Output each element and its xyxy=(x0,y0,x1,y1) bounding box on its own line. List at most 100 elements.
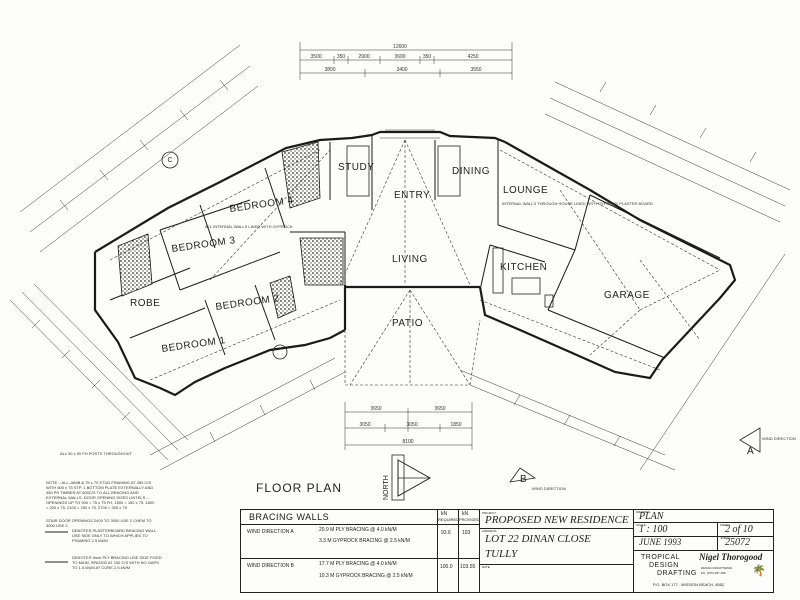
room-lounge: LOUNGE xyxy=(503,185,548,196)
bracing-row-a: WIND DIRECTION A 20.9 M PLY BRACING @ 4.… xyxy=(241,524,479,559)
address-label: ADDRESS xyxy=(482,529,497,533)
building-walls xyxy=(93,130,737,397)
sheet-section: DRAWING PLAN SCALE 1 : 100 SHEET 2 of 10… xyxy=(633,510,773,592)
room-dining: DINING xyxy=(452,166,490,177)
company-address: P.O. BOX 177 , MISSION BEACH, 4852 xyxy=(653,582,725,587)
room-garage: GARAGE xyxy=(604,290,650,301)
bracing-col-required: REQUIRED xyxy=(438,517,460,522)
section-marker-b xyxy=(509,467,537,483)
dim-center-seg-2: 3050 xyxy=(406,422,417,428)
section-markers: C A WIND DIRECTION B WIND DIRECTION xyxy=(161,151,796,491)
dim-top-seg-5: 350 xyxy=(423,54,432,60)
dim-top-lower-2: 3400 xyxy=(396,67,407,73)
note-general: NOTE :- ALL JAMB & 75 x 70 STUD FRAMING … xyxy=(46,480,155,510)
note-stair: STAIR DOOR OPENINGS 2400 TO 3000 USE 2 C… xyxy=(46,518,152,528)
bracing-heading: BRACING WALLS xyxy=(249,512,330,522)
top-dimension-chain: 12600 3500 350 2900 3600 350 4250 3800 3… xyxy=(299,42,513,139)
room-bedroom2: BEDROOM 2 xyxy=(215,293,280,313)
bracing-row-b-line2: 10.3 M GYPROCK BRACING @ 2.5 kN/M xyxy=(319,573,413,579)
ceiling-lines xyxy=(109,139,721,386)
general-notes: NOTE :- ALL JAMB & 75 x 70 STUD FRAMING … xyxy=(46,480,156,528)
company-name-1: TROPICAL xyxy=(641,554,681,561)
job-number: 25072 xyxy=(725,537,750,548)
company-sub-2: PH. (070) 687 488 xyxy=(701,571,726,575)
company-sub-1: DESIGN DRAFTSMAN xyxy=(701,566,733,570)
dim-top-seg-1: 3500 xyxy=(310,54,321,60)
project-name: PROPOSED NEW RESIDENCE xyxy=(485,514,629,526)
scale-label: SCALE xyxy=(636,523,646,527)
right-wing-dimension-lines xyxy=(459,81,791,471)
dim-top-lower-3: 3550 xyxy=(470,67,481,73)
project-label: PROJECT xyxy=(482,511,497,515)
bracing-col-kn-1: kN xyxy=(441,511,448,517)
project-suburb: TULLY xyxy=(485,548,518,560)
left-wing-dimension-lines xyxy=(9,44,346,471)
dim-center-overall: 8100 xyxy=(402,439,413,445)
sheet-number: 2 of 10 xyxy=(725,524,753,535)
bracing-col-provided: PROVIDED xyxy=(459,517,480,522)
bracing-row-a-provided: 103 xyxy=(462,530,471,536)
drawing-date: JUNE 1993 xyxy=(639,537,682,547)
dim-top-seg-4: 3600 xyxy=(394,54,405,60)
room-patio: PATIO xyxy=(392,318,423,329)
project-section: PROJECT PROPOSED NEW RESIDENCE ADDRESS L… xyxy=(479,510,634,592)
legend-symbols xyxy=(45,531,68,563)
bracing-row-a-required: 93.6 xyxy=(441,530,451,536)
room-living: LIVING xyxy=(392,254,428,265)
drawing-name: PLAN xyxy=(639,511,664,522)
room-entry: ENTRY xyxy=(394,190,430,201)
section-marker-a xyxy=(739,427,761,453)
svg-text:C: C xyxy=(167,157,172,164)
dim-center-seg-1: 3050 xyxy=(359,422,370,428)
room-bedroom4: BEDROOM 4 xyxy=(229,195,294,215)
drawing-label: DRAWING xyxy=(636,510,651,514)
wind-direction-a-label: WIND DIRECTION xyxy=(762,436,796,441)
dim-top-seg-6: 4250 xyxy=(467,54,478,60)
date-label: DATE xyxy=(482,565,490,569)
section-marker-lower xyxy=(272,344,288,360)
floor-plan-title: FLOOR PLAN xyxy=(256,481,342,495)
company-name-2: DESIGN xyxy=(649,562,679,569)
note-internal-walls-left: ALL INTERNAL WALLS LINED WITH GYPROCK xyxy=(205,224,293,229)
north-arrow-icon: NORTH xyxy=(383,454,432,501)
signature: Nigel Thorogood xyxy=(699,552,763,562)
room-robe: ROBE xyxy=(130,298,160,309)
note-internal-walls-right: INTERNAL WALLS THROUGH HOUSE LINED WITH … xyxy=(502,201,653,206)
bracing-table: BRACING WALLS kN kN REQUIRED PROVIDED WI… xyxy=(241,510,480,592)
bracing-row-b: WIND DIRECTION B 17.7 M PLY BRACING @ 4.… xyxy=(241,558,479,592)
section-marker-c xyxy=(161,151,179,169)
dim-top-seg-2: 350 xyxy=(337,54,346,60)
dim-top-overall: 12600 xyxy=(393,44,407,50)
bracing-row-a-label: WIND DIRECTION A xyxy=(247,529,294,535)
dim-center-upper-2: 3650 xyxy=(434,406,445,412)
svg-text:A: A xyxy=(747,446,754,457)
bracing-row-b-required: 100.0 xyxy=(440,564,453,570)
legend-1-text: DENOTES PLASTERBOARD BRACING WALL USE SI… xyxy=(72,528,156,543)
sheet-label: SHEET xyxy=(720,523,731,527)
legend-2-text: DENOTES 9mm PLY BRACING USE SIDE FIXED T… xyxy=(72,555,162,570)
dim-center-seg-3: 1850 xyxy=(450,422,461,428)
note-posts: ALL 90 x 90 FH POSTS THROUGHOUT xyxy=(60,451,133,456)
room-kitchen: KITCHEN xyxy=(500,262,547,273)
plan-notes: ALL INTERNAL WALLS LINED WITH GYPROCK IN… xyxy=(60,201,653,456)
title-block: BRACING WALLS kN kN REQUIRED PROVIDED WI… xyxy=(240,509,774,593)
bracing-col-kn-2: kN xyxy=(462,511,469,517)
wind-direction-b-label: WIND DIRECTION xyxy=(532,486,566,491)
legend-ply-gyprock: DENOTES PLASTERBOARD BRACING WALL USE SI… xyxy=(72,528,162,570)
dim-center-upper-1: 3650 xyxy=(370,406,381,412)
bracing-row-b-label: WIND DIRECTION B xyxy=(247,563,294,569)
project-lot: LOT 22 DINAN CLOSE xyxy=(485,533,591,545)
svg-text:B: B xyxy=(520,474,527,485)
room-labels: STUDY DINING ENTRY LOUNGE BEDROOM 4 BEDR… xyxy=(130,162,650,355)
company-name-3: DRAFTING xyxy=(657,570,697,577)
bracing-row-b-line1: 17.7 M PLY BRACING @ 4.0 kN/M xyxy=(319,561,397,567)
scale-value: 1 : 100 xyxy=(639,524,668,535)
center-dimension-chain: 3650 3650 3050 3050 1850 8100 xyxy=(344,402,473,450)
bracing-row-a-line1: 20.9 M PLY BRACING @ 4.0 kN/M xyxy=(319,527,397,533)
palm-tree-icon: 🌴 xyxy=(752,565,766,577)
bracing-row-a-line2: 3.3 M GYPROCK BRACING @ 2.5 kN/M xyxy=(319,538,410,544)
job-label: JOB No xyxy=(720,536,731,540)
dim-top-seg-3: 2900 xyxy=(358,54,369,60)
room-study: STUDY xyxy=(338,162,374,173)
